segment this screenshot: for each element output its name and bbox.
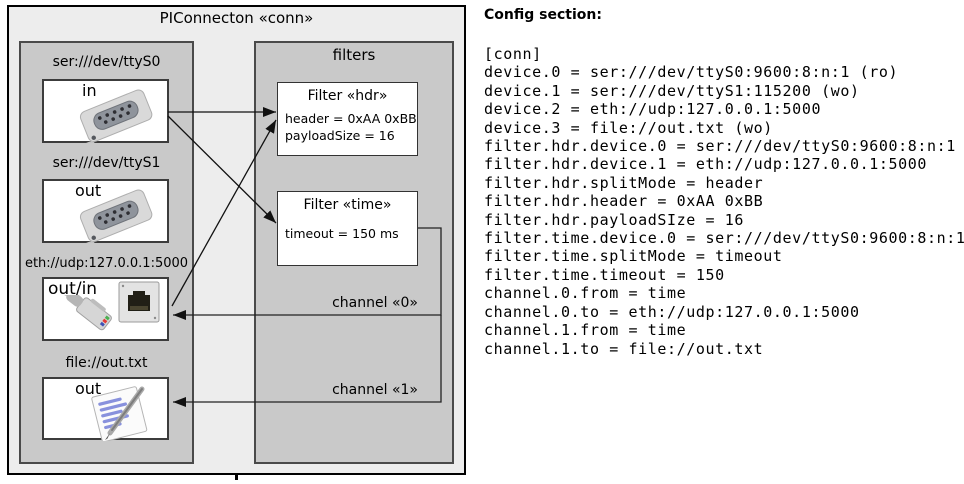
config-section-heading: Config section: bbox=[484, 7, 602, 23]
config-text: [conn] device.0 = ser:///dev/ttyS0:9600:… bbox=[484, 45, 964, 358]
filters-panel-title: filters bbox=[332, 46, 376, 64]
device-direction-label: in bbox=[82, 81, 97, 100]
device-box-ttys0: in bbox=[42, 79, 169, 143]
diagram-title: PIConnecton «conn» bbox=[159, 9, 314, 27]
device-direction-label: out bbox=[75, 181, 102, 200]
filter-hdr-attr-header: header = 0xAA 0xBB bbox=[285, 111, 417, 126]
device-box-eth: out/in bbox=[42, 277, 169, 341]
serial-connector-icon bbox=[79, 189, 153, 243]
device-uri-label: eth://udp:127.0.0.1:5000 bbox=[24, 256, 189, 271]
channel-0-label: channel «0» bbox=[332, 295, 418, 311]
filter-hdr-attr-payload: payloadSize = 16 bbox=[285, 128, 395, 143]
serial-connector-icon bbox=[79, 89, 153, 143]
ethernet-jack-icon bbox=[118, 281, 160, 323]
device-direction-label: out/in bbox=[48, 279, 98, 299]
ethernet-cable-icon bbox=[59, 295, 112, 331]
device-box-file: out bbox=[42, 377, 169, 441]
notepad-pen-icon bbox=[91, 386, 148, 441]
filter-time-title: Filter «time» bbox=[303, 197, 392, 213]
device-direction-label: out bbox=[75, 379, 102, 398]
filter-hdr-box: Filter «hdr» header = 0xAA 0xBB payloadS… bbox=[277, 82, 418, 156]
device-box-ttys1: out bbox=[42, 179, 169, 243]
filter-hdr-title: Filter «hdr» bbox=[307, 88, 388, 104]
device-uri-label: ser:///dev/ttyS1 bbox=[52, 155, 161, 171]
border-notch bbox=[235, 474, 238, 480]
device-uri-label: file://out.txt bbox=[65, 355, 148, 371]
device-uri-label: ser:///dev/ttyS0 bbox=[52, 54, 161, 70]
filter-time-attr-timeout: timeout = 150 ms bbox=[285, 226, 399, 241]
filter-time-box: Filter «time» timeout = 150 ms bbox=[277, 191, 418, 266]
channel-1-label: channel «1» bbox=[332, 382, 418, 398]
